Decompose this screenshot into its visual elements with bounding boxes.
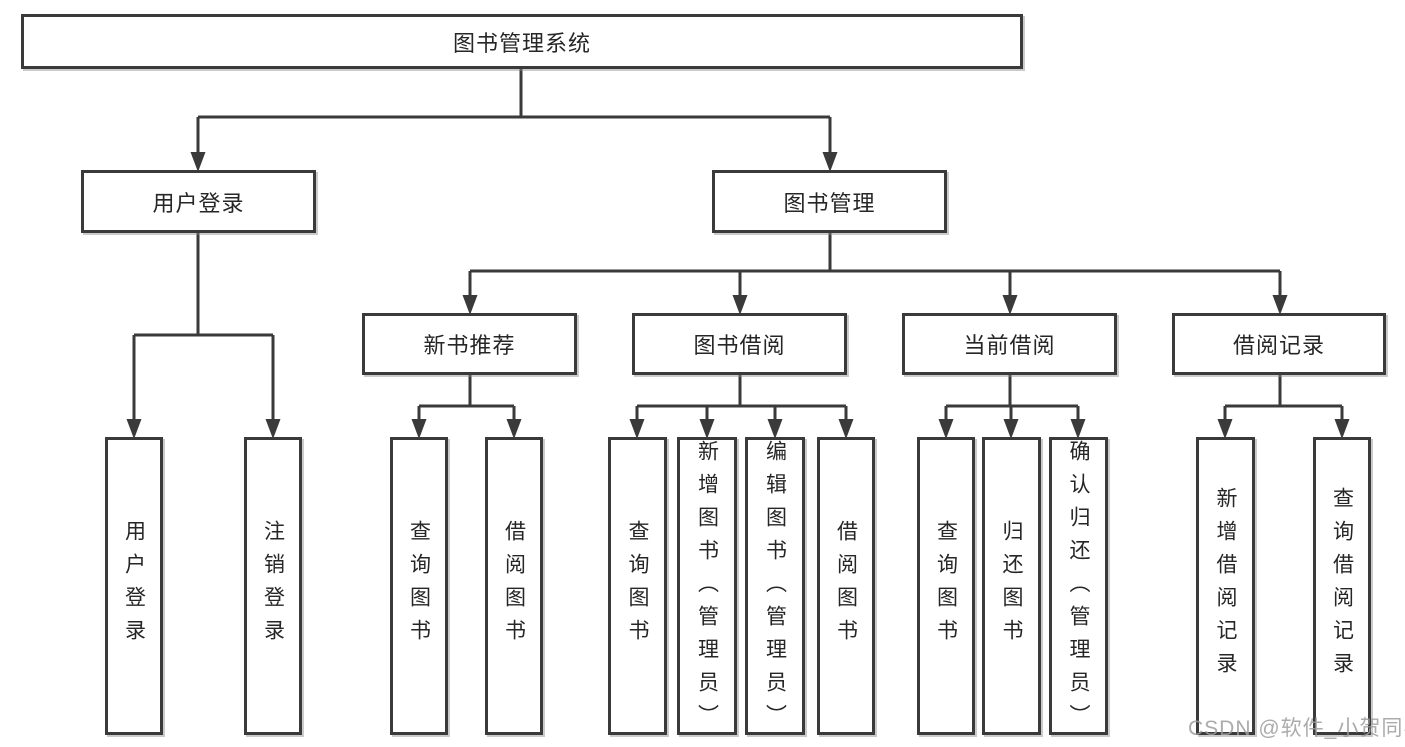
leaf-return-books: 归还图书: [982, 437, 1041, 735]
leaf-borrow-books-recommend-label: 借阅图书: [502, 520, 526, 652]
node-library-system: 图书管理系统: [21, 14, 1023, 69]
leaf-borrow-books-recommend: 借阅图书: [485, 437, 543, 735]
leaf-query-borrow-record: 查询借阅记录: [1313, 437, 1371, 735]
leaf-user-login-label: 用户登录: [122, 520, 146, 652]
node-book-borrowing-label: 图书借阅: [693, 333, 786, 358]
leaf-confirm-return-admin: 确认归还（管理员）: [1049, 437, 1108, 737]
node-book-management-label: 图书管理: [783, 190, 876, 216]
leaf-user-login: 用户登录: [105, 437, 163, 735]
leaf-edit-book-admin-label: 编辑图书（管理员）: [763, 440, 787, 737]
node-current-borrowing-label: 当前借阅: [963, 333, 1056, 358]
leaf-query-books-recommend: 查询图书: [390, 437, 448, 735]
leaf-confirm-return-admin-label: 确认归还（管理员）: [1067, 440, 1090, 737]
node-user-login-label: 用户登录: [152, 190, 245, 216]
leaf-add-book-admin-label: 新增图书（管理员）: [695, 440, 719, 737]
leaf-query-books-borrow-label: 查询图书: [626, 520, 649, 652]
node-new-book-recommend-label: 新书推荐: [423, 333, 516, 358]
leaf-query-books-current: 查询图书: [917, 437, 975, 735]
leaf-query-books-borrow: 查询图书: [608, 437, 667, 735]
leaf-query-books-current-label: 查询图书: [934, 520, 958, 652]
leaf-add-book-admin: 新增图书（管理员）: [677, 437, 737, 737]
node-current-borrowing: 当前借阅: [902, 313, 1117, 375]
leaf-add-borrow-record: 新增借阅记录: [1196, 437, 1255, 735]
leaf-logout-label: 注销登录: [261, 520, 285, 652]
node-book-management: 图书管理: [712, 170, 947, 233]
leaf-edit-book-admin: 编辑图书（管理员）: [745, 437, 805, 737]
leaf-query-books-recommend-label: 查询图书: [407, 520, 431, 652]
node-user-login: 用户登录: [81, 170, 316, 233]
leaf-query-borrow-record-label: 查询借阅记录: [1330, 487, 1354, 685]
node-new-book-recommend: 新书推荐: [362, 313, 577, 375]
node-library-system-label: 图书管理系统: [452, 30, 591, 56]
leaf-return-books-label: 归还图书: [1000, 520, 1023, 652]
leaf-add-borrow-record-label: 新增借阅记录: [1214, 487, 1237, 685]
leaf-logout: 注销登录: [244, 437, 302, 735]
node-borrowing-records: 借阅记录: [1172, 313, 1386, 375]
leaf-borrow-books: 借阅图书: [817, 437, 875, 735]
node-book-borrowing: 图书借阅: [632, 313, 847, 375]
node-borrowing-records-label: 借阅记录: [1232, 333, 1325, 358]
leaf-borrow-books-label: 借阅图书: [834, 520, 858, 652]
csdn-watermark: CSDN @软件_小贺同学: [1188, 717, 1405, 740]
